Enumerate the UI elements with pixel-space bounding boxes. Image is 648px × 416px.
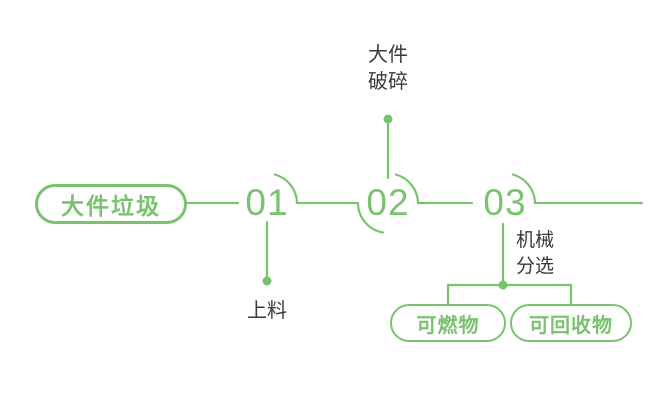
step3-label-line1: 机械 [516,230,555,251]
step-number-02: 02 [366,182,410,223]
junction-dot-step2 [383,114,393,124]
output1-label: 可燃物 [416,314,480,337]
arc-step3 [511,173,537,205]
step-number-03: 03 [483,182,527,223]
step1-label: 上料 [247,300,287,322]
step2-label-line1: 大件 [368,44,408,66]
step2-label-line2: 破碎 [368,71,408,93]
step-number-01: 01 [245,182,289,223]
source-node: 大件垃圾 [35,184,187,224]
output-node-recyclables: 可回收物 [510,304,632,342]
junction-dot-step1 [262,276,272,286]
output-node-combustibles: 可燃物 [390,304,506,342]
source-label: 大件垃圾 [61,193,161,219]
arc-step2-bottom [356,201,385,234]
arc-step2-top [394,173,420,205]
junction-dot-step3 [498,280,508,290]
step3-label: 机械 分选 [516,228,554,280]
arc-step1 [273,173,299,205]
output2-label: 可回收物 [529,314,613,337]
step2-label: 大件 破碎 [338,42,438,96]
step3-label-line2: 分选 [516,256,555,277]
